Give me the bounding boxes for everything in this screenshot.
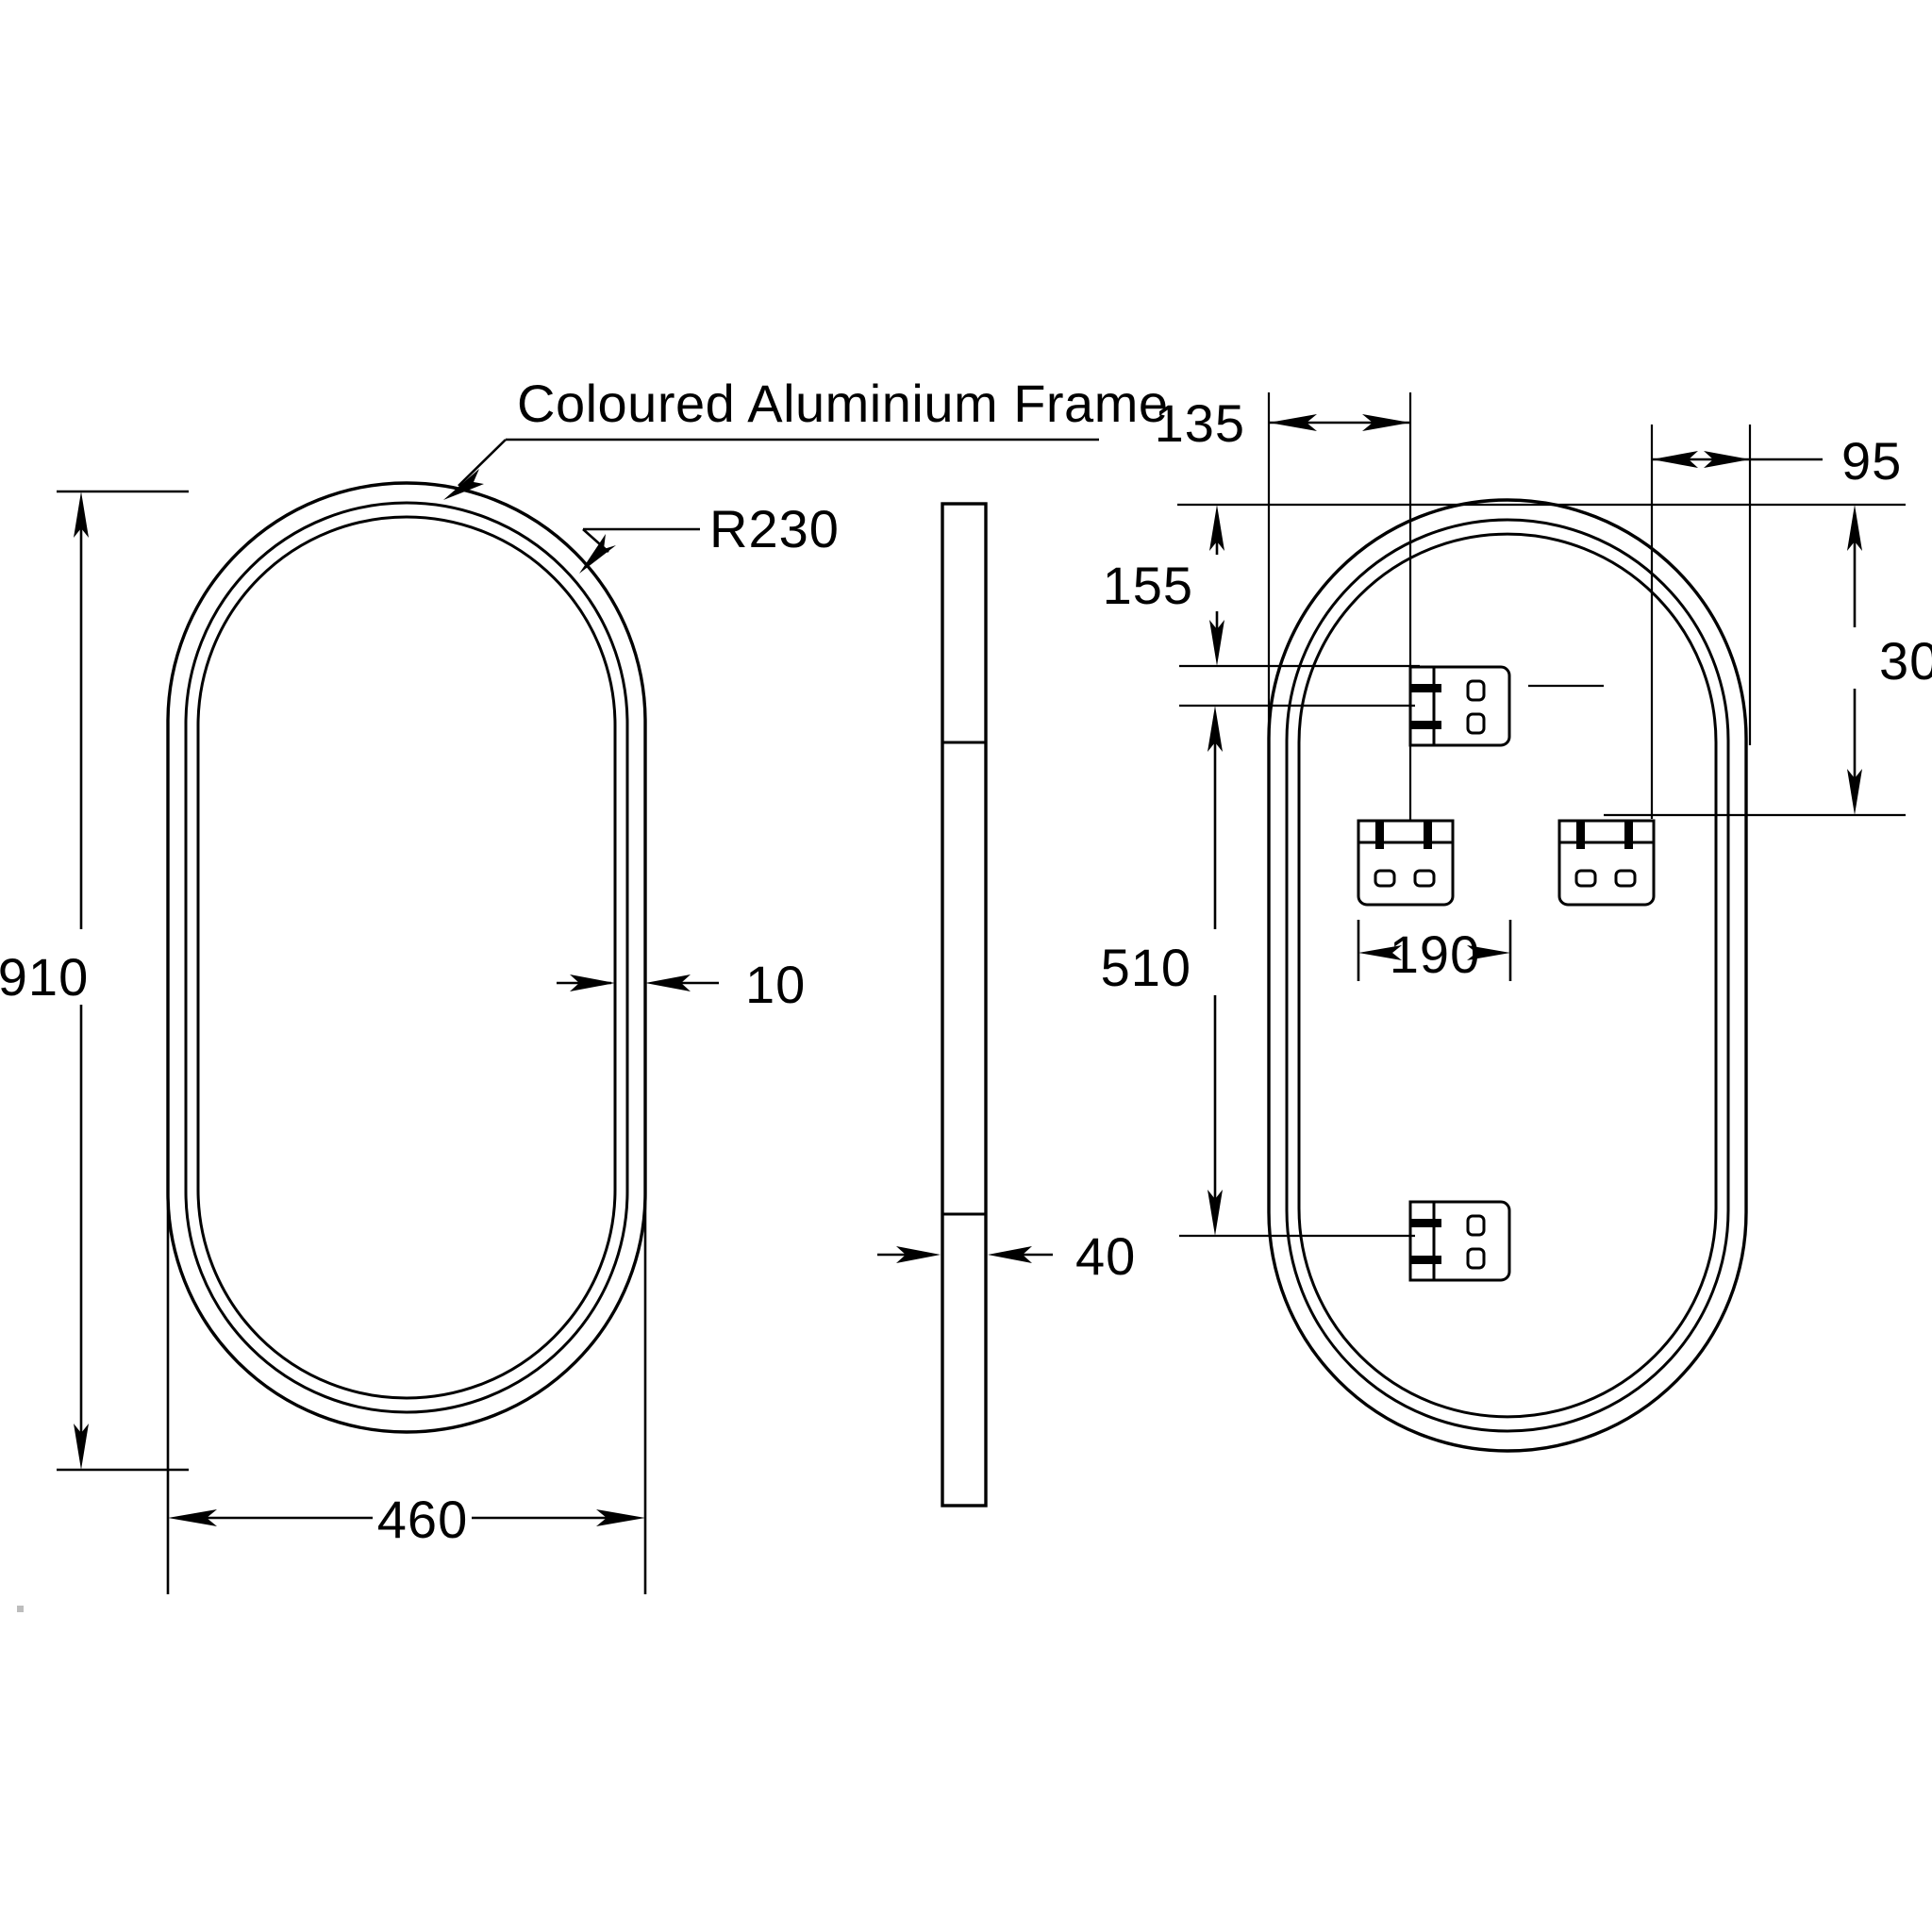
hinge-bottom <box>1408 1200 1511 1282</box>
hinge-top-screw-hole-lower <box>1466 712 1486 735</box>
dimension-190: 190 <box>1357 920 1512 984</box>
rear-outer-outline <box>1267 498 1748 1453</box>
dimension-135: 135 <box>1155 393 1410 453</box>
side-profile-body <box>941 502 988 1507</box>
dim-460-arrow-left <box>168 1509 217 1526</box>
dimension-910: 910 <box>0 490 189 1472</box>
dim-40-arrow-left <box>896 1246 941 1263</box>
hinge-middle-left-screw-hole-left <box>1374 869 1396 888</box>
hinge-bottom-screw-hole-lower <box>1466 1247 1486 1270</box>
rear-mirror-edge <box>1297 532 1718 1419</box>
dim-95-arrow-left <box>1652 451 1698 468</box>
dim-190-arrow-right <box>1467 945 1510 960</box>
side-view: 40 <box>877 502 1136 1507</box>
hinge-middle-left-knuckle-pin-left <box>1375 821 1384 849</box>
dimension-95: 95 <box>1652 431 1902 491</box>
hinge-middle-right-knuckle-pin-left <box>1576 821 1585 849</box>
frame-label-arrowhead <box>443 469 484 500</box>
dim-510-arrow-bottom <box>1208 1190 1223 1236</box>
dimension-10: 10 <box>557 955 806 1014</box>
hinge-bottom-knuckle-pin-upper <box>1410 1219 1441 1227</box>
dimension-460: 460 <box>166 1198 647 1594</box>
dim-460-arrow-right <box>596 1509 645 1526</box>
dimension-155: 155 <box>1103 505 1224 666</box>
hinge-top <box>1408 665 1511 747</box>
dim-155-arrow-top <box>1209 505 1224 551</box>
hinge-middle-right-knuckle-pin-right <box>1624 821 1633 849</box>
radius-label-text: R230 <box>709 499 840 558</box>
dim-305-arrow-top <box>1847 505 1862 551</box>
dim-10-arrow-left <box>570 974 615 991</box>
dim-10-arrow-right <box>645 974 691 991</box>
dim-305-arrow-bottom <box>1847 769 1862 815</box>
dim-135-arrow-left <box>1269 414 1317 431</box>
dim-190-arrow-left <box>1358 945 1402 960</box>
hinge-top-plate <box>1408 665 1511 747</box>
hinge-top-screw-hole-upper <box>1466 679 1486 702</box>
dim-95-value: 95 <box>1841 431 1902 491</box>
radius-leader-angled <box>582 528 609 553</box>
dim-40-arrow-right <box>988 1246 1032 1263</box>
hinge-middle-right-plate <box>1557 819 1656 907</box>
dim-910-arrow-bottom <box>74 1424 89 1470</box>
dim-135-arrow-right <box>1362 414 1410 431</box>
corner-speck <box>17 1606 24 1612</box>
hinge-middle-left-plate <box>1357 819 1455 907</box>
hinge-middle-right-screw-hole-left <box>1574 869 1597 888</box>
hinge-middle-right <box>1557 819 1656 907</box>
dim-135-value: 135 <box>1155 393 1245 453</box>
radius-arrowhead <box>579 534 616 574</box>
dimension-40: 40 <box>877 1226 1136 1286</box>
dim-910-value: 910 <box>0 947 89 1007</box>
annotation-frame-label: Coloured Aluminium Frame <box>443 374 1168 500</box>
hinge-middle-right-screw-hole-right <box>1614 869 1637 888</box>
rear-view: 135 95 155 <box>1101 392 1932 1453</box>
hinge-middle-left-screw-hole-right <box>1413 869 1436 888</box>
hinge-top-knuckle-pin-lower <box>1410 721 1441 729</box>
frame-label-leader <box>458 439 507 487</box>
hinge-bottom-knuckle-pin-lower <box>1410 1256 1441 1264</box>
dim-155-value: 155 <box>1103 556 1193 615</box>
hinge-bottom-plate <box>1408 1200 1511 1282</box>
dim-460-value: 460 <box>377 1490 468 1549</box>
front-outer-outline <box>166 481 647 1434</box>
dim-305-value: 305 <box>1879 631 1932 691</box>
dim-155-arrow-bottom <box>1209 620 1224 666</box>
front-inner-frame-line <box>184 501 629 1414</box>
dim-510-arrow-top <box>1208 706 1223 752</box>
dim-40-value: 40 <box>1075 1226 1136 1286</box>
rear-inner-frame-line <box>1285 518 1730 1433</box>
dim-95-arrow-right <box>1704 451 1750 468</box>
dim-190-value: 190 <box>1390 924 1480 984</box>
dimension-510: 510 <box>1101 706 1223 1236</box>
hinge-middle-left <box>1357 819 1455 907</box>
hinge-bottom-screw-hole-upper <box>1466 1214 1486 1237</box>
dim-910-arrow-top <box>74 491 89 538</box>
annotation-radius-label: R230 <box>579 499 840 574</box>
dimension-305: 305 <box>1847 505 1932 815</box>
dim-510-value: 510 <box>1101 938 1191 997</box>
front-mirror-edge <box>196 515 617 1400</box>
front-view: 910 460 10 <box>0 374 1168 1594</box>
frame-label-text: Coloured Aluminium Frame <box>517 374 1168 433</box>
hinge-top-knuckle-pin-upper <box>1410 684 1441 692</box>
dim-10-value: 10 <box>745 955 806 1014</box>
hinge-middle-left-knuckle-pin-right <box>1424 821 1432 849</box>
